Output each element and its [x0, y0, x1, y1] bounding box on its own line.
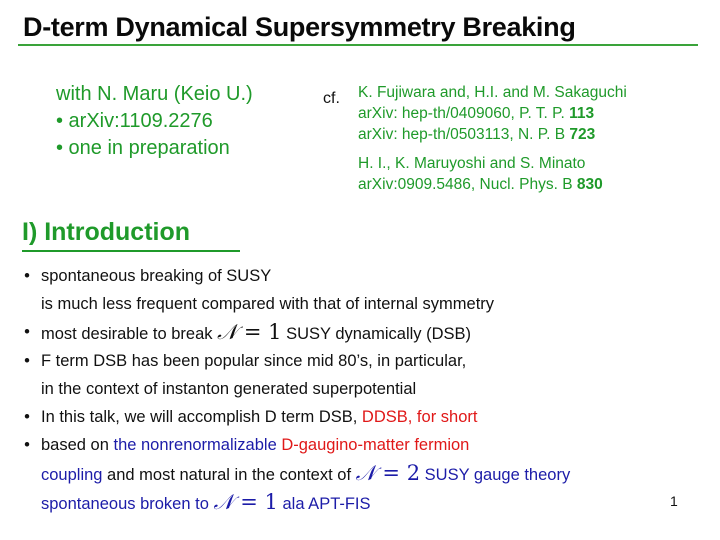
reference-line: arXiv: hep-th/0409060, P. T. P. 113	[358, 105, 595, 122]
references-block: K. Fujiwara and, H.I. and M. Sakaguchi a…	[358, 82, 627, 195]
bullet-marker: •	[24, 351, 30, 370]
ddsb-highlight: DDSB, for short	[361, 407, 478, 426]
slide-title: D-term Dynamical Supersymmetry Breaking	[23, 12, 576, 42]
bullet-marker: •	[24, 407, 30, 426]
collaboration-block: with N. Maru (Keio U.) • arXiv:1109.2276…	[56, 81, 253, 162]
volume-number: 723	[569, 126, 596, 143]
volume-number: 830	[576, 176, 603, 193]
arxiv-reference: • arXiv:1109.2276	[56, 110, 213, 132]
math-n-equals-1: 𝒩 = 1	[213, 489, 278, 514]
bullet-marker: •	[24, 267, 30, 285]
reference-line: arXiv:0909.5486, Nucl. Phys. B 830	[358, 176, 603, 193]
section-heading: I) Introduction	[22, 218, 191, 246]
reference-line: arXiv: hep-th/0503113, N. P. B 723	[358, 126, 596, 143]
math-n-equals-1: 𝒩 = 1	[217, 320, 282, 345]
cf-label: cf.	[323, 90, 340, 107]
reference-line: K. Fujiwara and, H.I. and M. Sakaguchi	[358, 84, 627, 101]
preparation-note: • one in preparation	[56, 137, 230, 159]
bullet-marker: •	[24, 436, 30, 455]
title-underline	[18, 44, 698, 46]
reference-line: H. I., K. Maruyoshi and S. Minato	[358, 155, 586, 172]
bullet-marker: •	[24, 323, 30, 342]
math-n-equals-2: 𝒩 = 2	[355, 461, 421, 486]
volume-number: 113	[569, 105, 595, 122]
page-number: 1	[670, 493, 678, 509]
collaborator-line: with N. Maru (Keio U.)	[56, 83, 253, 105]
section-underline	[22, 250, 240, 252]
